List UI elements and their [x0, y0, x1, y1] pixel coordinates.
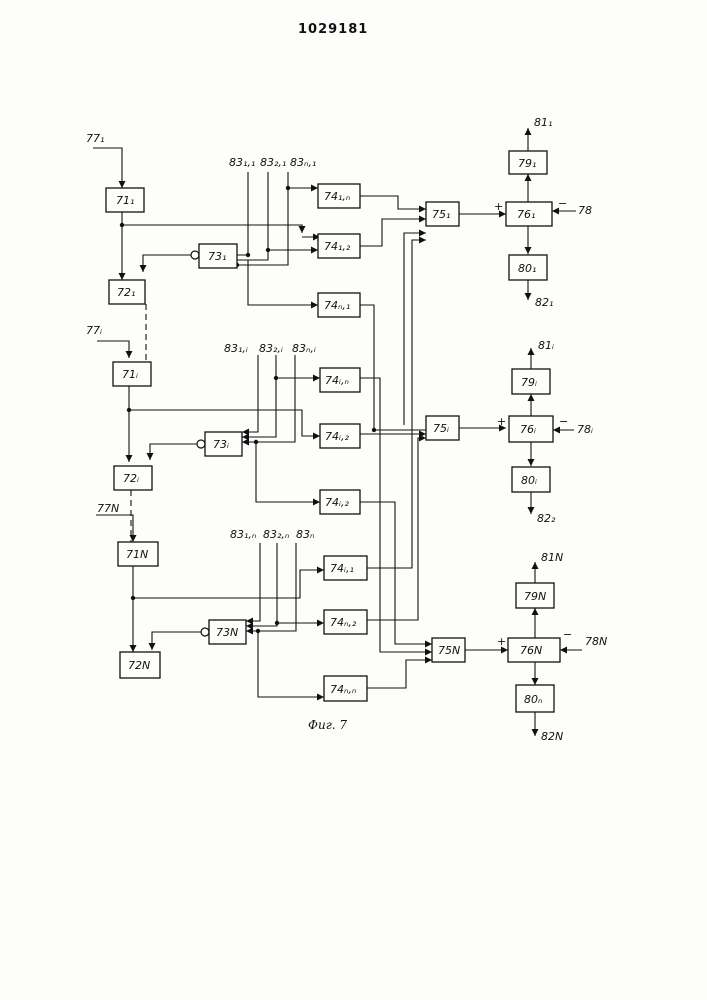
terminal-77-1: 77₁ — [86, 132, 104, 145]
terminal-81-N: 81N — [541, 551, 563, 564]
terminal-78: 78 — [578, 204, 592, 217]
block-73-1-label: 73₁ — [208, 250, 226, 263]
block-75-i-label: 75ᵢ — [433, 422, 449, 435]
figure-caption: Фиг. 7 — [308, 718, 347, 732]
block-74-i2-b-label: 74ᵢ,₂ — [325, 496, 349, 509]
block-71-1: 71₁ — [106, 188, 144, 212]
block-79-N-label: 79N — [524, 590, 546, 603]
block-71-i: 71ᵢ — [113, 362, 151, 386]
block-74-in-label: 74ᵢ,ₙ — [325, 374, 349, 387]
block-72-i-label: 72ᵢ — [123, 472, 139, 485]
terminal-83-2-1: 83₂,₁ — [260, 156, 286, 169]
block-76-N-label: 76N — [520, 644, 542, 657]
block-73-i-label: 73ᵢ — [213, 438, 229, 451]
minus-sign-76-N: − — [563, 628, 572, 641]
block-73-1: 73₁ — [199, 244, 237, 268]
block-73-N-label: 73N — [216, 626, 238, 639]
terminal-77-N: 77N — [97, 502, 119, 515]
terminal-83-1-1: 83₁,₁ — [229, 156, 255, 169]
block-76-i: 76ᵢ — [509, 416, 553, 442]
block-76-i-label: 76ᵢ — [520, 423, 536, 436]
block-80-i: 80ᵢ — [512, 467, 550, 492]
block-73-i: 73ᵢ — [205, 432, 242, 456]
minus-sign-76-1: − — [558, 197, 567, 210]
block-74-i2-a-label: 74ᵢ,₂ — [325, 430, 349, 443]
terminal-83-1-i: 83₁,ᵢ — [224, 342, 248, 355]
block-79-1-label: 79₁ — [518, 157, 536, 170]
block-80-i-label: 80ᵢ — [521, 474, 537, 487]
plus-sign-76-1: + — [494, 200, 503, 213]
terminal-83-n: 83ₙ — [296, 528, 314, 541]
block-79-i: 79ᵢ — [512, 369, 550, 394]
block-74-in: 74ᵢ,ₙ — [320, 368, 360, 392]
block-74-12-label: 74₁,₂ — [324, 240, 351, 253]
block-76-1: 76₁ — [506, 202, 552, 226]
block-72-i: 72ᵢ — [114, 466, 152, 490]
terminal-83-2-i: 83₂,ᵢ — [259, 342, 283, 355]
terminal-82-N: 82N — [541, 730, 563, 743]
terminal-83-n-i: 83ₙ,ᵢ — [292, 342, 316, 355]
block-74-1n-label: 74₁,ₙ — [324, 190, 350, 203]
block-71-N-label: 71N — [126, 548, 148, 561]
block-75-N: 75N — [432, 638, 465, 662]
block-74-i1: 74ᵢ,₁ — [324, 556, 367, 580]
block-74-n2-label: 74ₙ,₂ — [330, 616, 357, 629]
block-71-N: 71N — [118, 542, 158, 566]
terminal-82-1: 82₁ — [535, 296, 553, 309]
block-74-n2: 74ₙ,₂ — [324, 610, 367, 634]
block-71-i-label: 71ᵢ — [122, 368, 138, 381]
block-76-N: 76N — [508, 638, 560, 662]
block-75-i: 75ᵢ — [426, 416, 459, 440]
block-74-12: 74₁,₂ — [318, 234, 360, 258]
terminal-83-2-n: 83₂,ₙ — [263, 528, 289, 541]
block-74-i2-b: 74ᵢ,₂ — [320, 490, 360, 514]
block-71-1-label: 71₁ — [116, 194, 134, 207]
block-75-1: 75₁ — [426, 202, 459, 226]
block-72-1: 72₁ — [109, 280, 145, 304]
block-76-1-label: 76₁ — [517, 208, 535, 221]
terminal-83-n-1: 83ₙ,₁ — [290, 156, 316, 169]
block-80-1: 80₁ — [509, 255, 547, 280]
terminal-83-1-n: 83₁,ₙ — [230, 528, 256, 541]
terminal-81-1: 81₁ — [534, 116, 552, 129]
block-72-N: 72N — [120, 652, 160, 678]
block-80-n: 80ₙ — [516, 685, 554, 712]
terminal-77-i: 77ᵢ — [86, 324, 102, 337]
block-80-1-label: 80₁ — [518, 262, 536, 275]
terminal-81-i: 81ᵢ — [538, 339, 554, 352]
block-79-N: 79N — [516, 583, 554, 608]
block-74-n1: 74ₙ,₁ — [318, 293, 360, 317]
block-73-N: 73N — [209, 620, 246, 644]
block-72-1-label: 72₁ — [117, 286, 135, 299]
plus-sign-76-i: + — [497, 415, 506, 428]
terminal-78-N: 78N — [585, 635, 607, 648]
block-79-1: 79₁ — [509, 151, 547, 174]
block-75-N-label: 75N — [438, 644, 460, 657]
terminal-82-2: 82₂ — [537, 512, 556, 525]
block-74-nn: 74ₙ,ₙ — [324, 676, 367, 701]
terminal-78-i: 78ᵢ — [577, 423, 593, 436]
block-80-n-label: 80ₙ — [524, 693, 542, 706]
minus-sign-76-i: − — [559, 415, 568, 428]
block-74-nn-label: 74ₙ,ₙ — [330, 683, 356, 696]
plus-sign-76-N: + — [497, 635, 506, 648]
block-74-i2-a: 74ᵢ,₂ — [320, 424, 360, 448]
block-75-1-label: 75₁ — [432, 208, 450, 221]
block-79-i-label: 79ᵢ — [521, 376, 537, 389]
block-74-i1-label: 74ᵢ,₁ — [330, 562, 354, 575]
block-74-n1-label: 74ₙ,₁ — [324, 299, 350, 312]
block-74-1n: 74₁,ₙ — [318, 184, 360, 208]
block-72-N-label: 72N — [128, 659, 150, 672]
